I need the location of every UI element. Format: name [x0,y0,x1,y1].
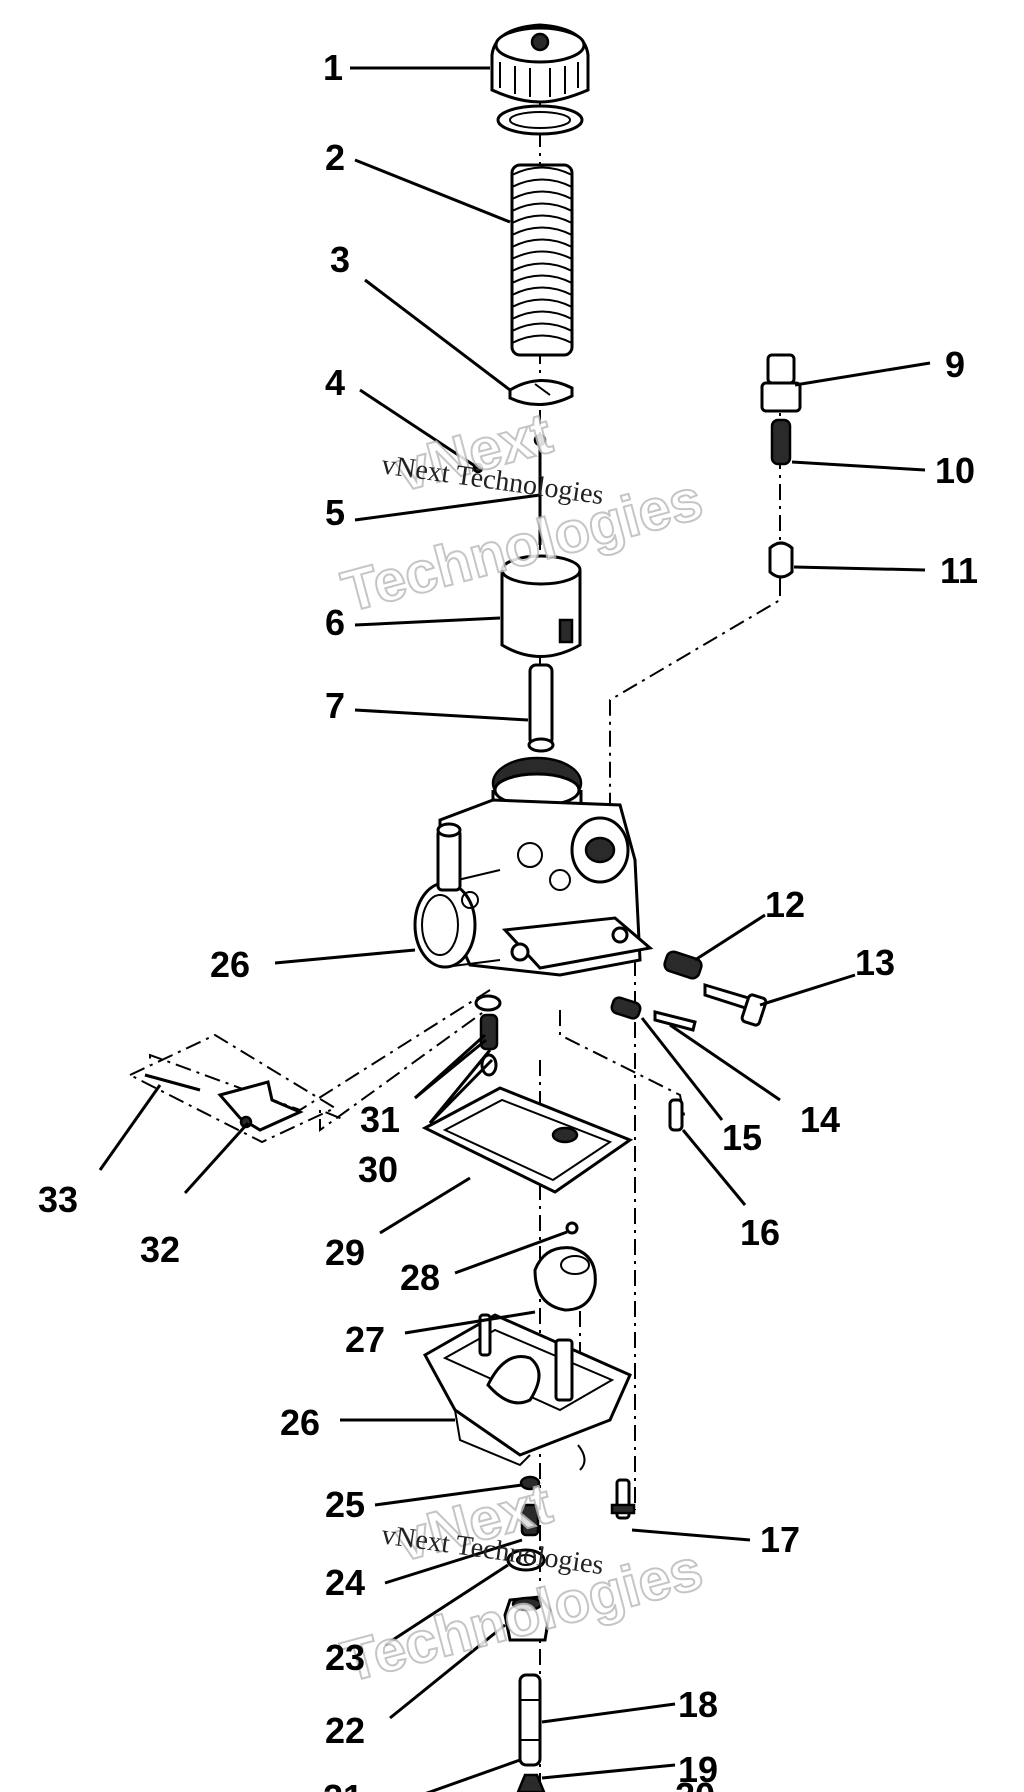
callout-22: 22 [325,1710,365,1751]
part-28-ball [565,1221,579,1235]
callout-4: 4 [325,362,345,403]
leader-lines [98,66,931,1792]
part-22-drain-plug [503,1595,552,1642]
callout-6: 6 [325,602,345,643]
callout-28: 28 [400,1257,440,1298]
callout-11: 11 [940,550,978,591]
callout-32: 32 [140,1229,180,1270]
part-11-cap [768,541,794,579]
callout-24: 24 [325,1562,365,1603]
part-23-o-ring [506,1548,546,1572]
callout-13: 13 [855,942,895,983]
carburetor-body [413,756,654,977]
part-3-clip-plate [508,378,574,407]
part-7-needle-jet [527,663,555,753]
callout-14: 14 [800,1099,840,1140]
callout-23: 23 [325,1637,365,1678]
callout-27: 27 [345,1319,385,1360]
callout-26-bowl: 26 [280,1402,320,1443]
callout-30: 30 [358,1149,398,1190]
part-26-float-bowl [422,1313,632,1471]
part-14-needle [653,1010,697,1032]
part-20-jet-bottom [516,1773,546,1792]
callout-33: 33 [38,1179,78,1220]
part-13-screw [703,982,768,1027]
callout-7: 7 [325,685,345,726]
callout-29: 29 [325,1232,365,1273]
callout-labels: 1 2 3 4 5 6 7 9 10 11 12 13 14 15 16 17 … [38,47,978,1792]
part-9-adjust-screw [760,353,802,413]
callout-19: 19 [678,1749,718,1790]
callout-12: 12 [765,884,805,925]
callout-2: 2 [325,137,345,178]
part-33-float-pin [144,1073,201,1092]
callout-1: 1 [323,47,343,88]
callout-5: 5 [325,492,345,533]
callout-10: 10 [935,450,975,491]
part-27-float [533,1246,597,1312]
callout-26-body: 26 [210,944,250,985]
callout-25: 25 [325,1484,365,1525]
callout-18: 18 [678,1684,718,1725]
part-6-throttle-slide [500,554,582,658]
callout-3: 3 [330,239,350,280]
callout-16: 16 [740,1212,780,1253]
part-18-emulsion-tube [518,1673,542,1767]
part-17-screw [610,1478,636,1520]
part-15-spring [610,996,642,1020]
callout-9: 9 [945,344,965,385]
part-29-gasket [421,1086,634,1194]
part-25-washer [519,1475,541,1491]
part-10-spring [770,418,792,466]
part-24-main-jet [520,1503,540,1537]
callout-15: 15 [722,1117,762,1158]
callout-31: 31 [360,1099,400,1140]
part-12-spring [663,950,703,980]
part-32-float-arm [217,1080,304,1132]
part-1-top-cap [490,23,590,136]
part-2-spring [510,163,574,357]
callout-21: 21 [323,1777,363,1792]
part-16-jet [668,1098,684,1132]
callout-20: 20 [675,1775,715,1792]
callout-17: 17 [760,1519,800,1560]
